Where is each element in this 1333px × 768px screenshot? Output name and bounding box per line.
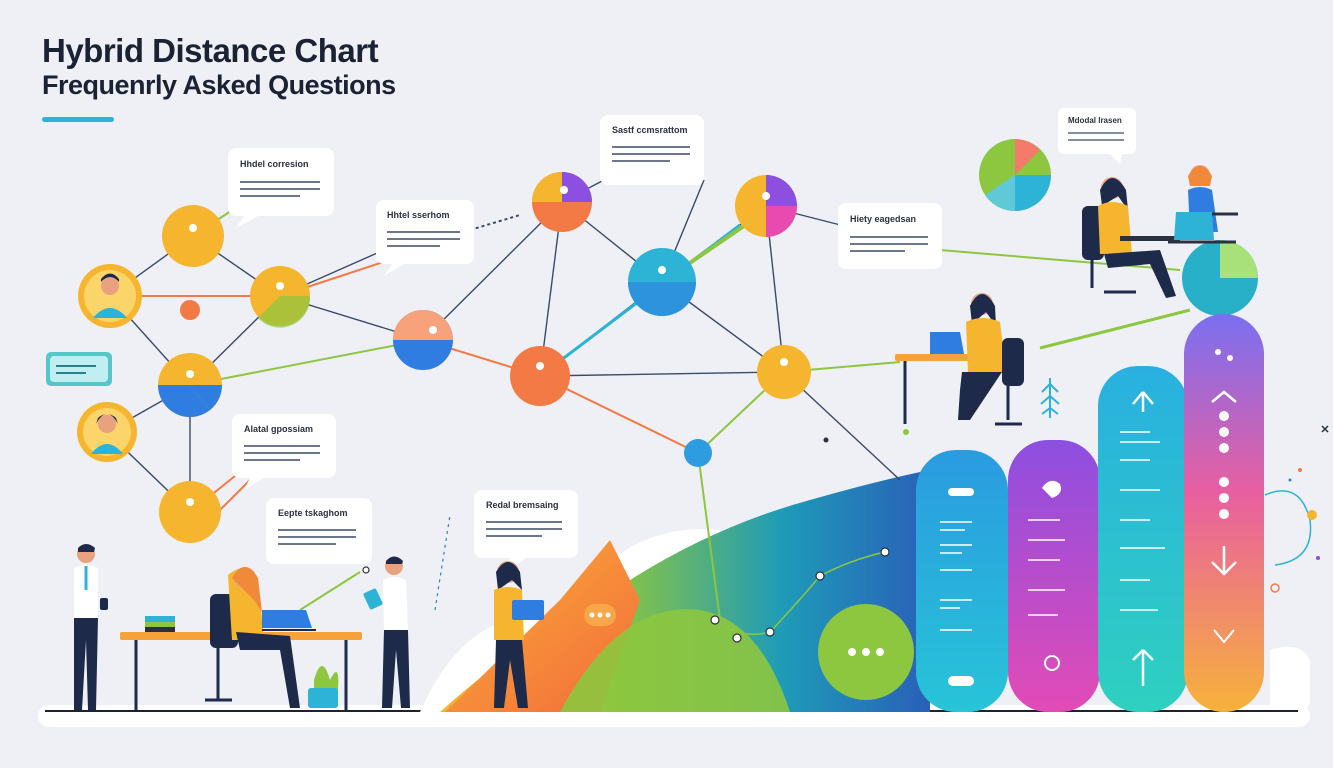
bubble-2: Hhtel sserhom — [376, 200, 474, 276]
bubble-5-label: Mdodal lrasen — [1068, 116, 1122, 125]
bubble-7: Eepte tskaghom — [266, 498, 372, 564]
pie-chart-top — [979, 139, 1051, 212]
node-small-blue — [684, 439, 712, 467]
person-standing-tablet — [363, 556, 410, 708]
bubble-7-label: Eepte tskaghom — [278, 508, 348, 518]
bubble-4-label: Hiety eagedsan — [850, 214, 916, 224]
avatar-node-1 — [78, 264, 142, 328]
bubble-3: Sastf ccmsrattom — [600, 115, 704, 185]
office-desk-scene — [120, 567, 362, 710]
person-standing-phone — [74, 544, 108, 710]
node-yellow-1 — [162, 205, 224, 267]
bar-column-1 — [916, 450, 1008, 712]
network-nodes — [157, 172, 909, 543]
bubble-1-label: Hhdel corresion — [240, 159, 309, 169]
green-hump — [560, 609, 790, 712]
team-working-scene — [1082, 165, 1238, 298]
bar-column-3 — [1098, 366, 1188, 712]
bubble-8: Redal bremsaing — [474, 490, 578, 572]
node-yellow-4 — [757, 345, 811, 399]
bar-column-4 — [1184, 314, 1264, 712]
node-small-orange — [180, 300, 200, 320]
decor-right — [1264, 425, 1329, 593]
bubble-8-label: Redal bremsaing — [486, 500, 559, 510]
plant-leaf-icon — [1040, 378, 1060, 418]
bubble-4: Hiety eagedsan — [838, 203, 942, 269]
chat-dots-small — [584, 604, 616, 626]
avatar-node-2 — [77, 402, 137, 462]
person-laptop-desk — [895, 293, 1024, 426]
page-title: Hybrid Distance Chart — [42, 32, 379, 69]
person-standing-laptop — [494, 561, 544, 708]
page-subtitle: Frequenrly Asked Questions — [42, 70, 396, 100]
bubble-2-label: Hhtel sserhom — [387, 210, 450, 220]
side-message-chip — [46, 352, 112, 386]
title-underline — [42, 117, 114, 122]
chat-dots-bubble — [818, 604, 914, 700]
bubble-3-label: Sastf ccmsrattom — [612, 125, 688, 135]
dotted-trend — [299, 514, 890, 643]
bubble-6: Alatal gpossiam — [232, 414, 336, 490]
node-yellow-3 — [159, 481, 221, 543]
bubble-1: Hhdel corresion — [228, 148, 334, 228]
bubble-6-label: Alatal gpossiam — [244, 424, 313, 434]
pie-chart-right — [1182, 240, 1258, 316]
bubble-5: Mdodal lrasen — [1058, 108, 1136, 164]
node-orange-1 — [510, 346, 570, 406]
bar-column-2 — [1008, 440, 1100, 712]
